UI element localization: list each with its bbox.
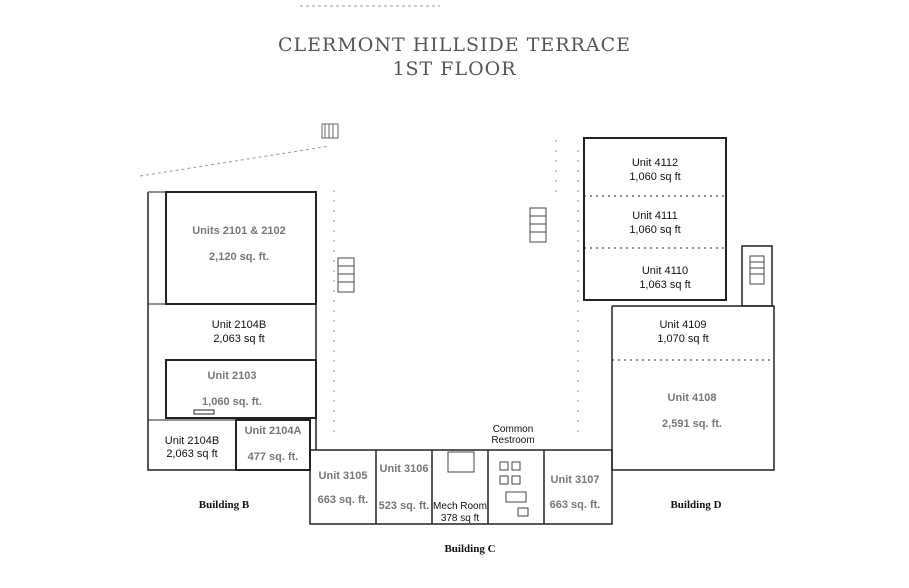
mech-room-name: Mech Room xyxy=(433,501,487,512)
plan-title: CLERMONT HILLSIDE TERRACE xyxy=(278,34,631,56)
unit-2101-2102-area: 2,120 sq. ft. xyxy=(209,251,269,263)
plan-subtitle: 1ST FLOOR xyxy=(392,58,517,80)
mech-room-area: 378 sq ft xyxy=(441,513,480,524)
unit-2103-fixture xyxy=(193,409,215,415)
unit-4109-name: Unit 4109 xyxy=(659,319,706,331)
unit-2104b-lower-area: 2,063 sq ft xyxy=(166,448,217,460)
courtyard-dashes xyxy=(333,140,579,440)
unit-2104b-lower-name: Unit 2104B xyxy=(165,435,219,447)
unit-4111-name: Unit 4111 xyxy=(632,210,677,222)
unit-4111-area: 1,060 sq ft xyxy=(629,224,680,236)
courtyard-stairs xyxy=(337,207,547,293)
stair-top xyxy=(321,123,339,139)
stair-right xyxy=(749,255,765,285)
unit-3105-area: 663 sq. ft. xyxy=(318,494,369,506)
unit-3106-name: Unit 3106 xyxy=(380,463,429,475)
building-c-walls xyxy=(309,449,613,525)
building-c-label: Building C xyxy=(444,543,495,555)
unit-4110-area: 1,063 sq ft xyxy=(639,279,690,291)
unit-4108-area: 2,591 sq. ft. xyxy=(662,418,722,430)
unit-2104a-name: Unit 2104A xyxy=(245,425,302,437)
upper-dashed-boundary xyxy=(139,5,440,177)
restroom-label-line2: Restroom xyxy=(491,435,534,446)
building-d-label: Building D xyxy=(670,499,721,511)
unit-2104b-name: Unit 2104B xyxy=(212,319,266,331)
unit-3105-name: Unit 3105 xyxy=(319,470,368,482)
unit-2104a-room xyxy=(235,419,311,471)
unit-4112-name: Unit 4112 xyxy=(632,157,678,169)
unit-2103-room xyxy=(165,359,317,419)
building-b-label: Building B xyxy=(199,499,250,511)
restroom-label-line1: Common xyxy=(493,424,534,435)
unit-4108-name: Unit 4108 xyxy=(668,392,717,404)
unit-2101-2102-name: Units 2101 & 2102 xyxy=(192,225,286,237)
unit-3106-area: 523 sq. ft. xyxy=(379,500,430,512)
unit-4112-area: 1,060 sq ft xyxy=(629,171,680,183)
unit-3107-area: 663 sq. ft. xyxy=(550,499,601,511)
unit-2104b-area: 2,063 sq ft xyxy=(213,333,264,345)
unit-2103-name: Unit 2103 xyxy=(208,370,257,382)
unit-2103-area: 1,060 sq. ft. xyxy=(202,396,262,408)
building-d-walls xyxy=(583,137,775,471)
unit-2101-2102-room xyxy=(165,191,317,305)
unit-4110-name: Unit 4110 xyxy=(642,265,688,277)
unit-3107-name: Unit 3107 xyxy=(551,474,600,486)
unit-4109-area: 1,070 sq ft xyxy=(657,333,708,345)
restroom-fixtures xyxy=(447,451,529,517)
unit-2104a-area: 477 sq. ft. xyxy=(248,451,299,463)
